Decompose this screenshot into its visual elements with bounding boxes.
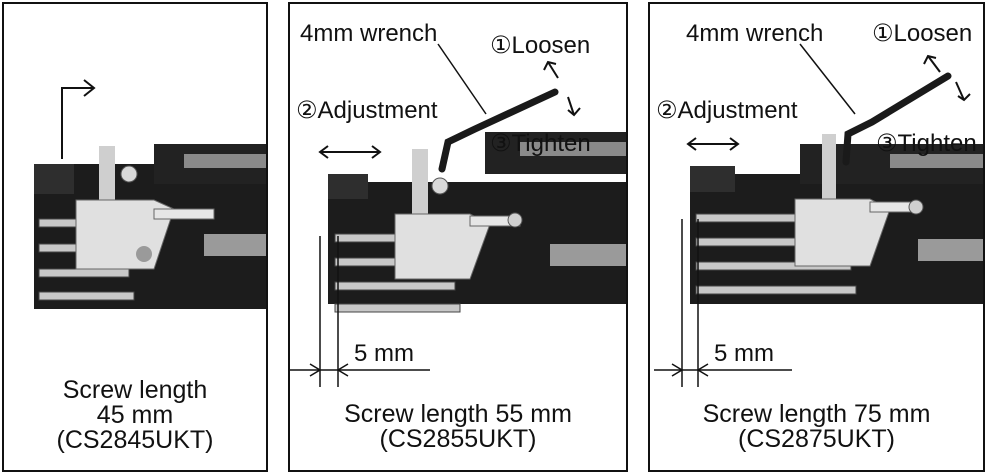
flow-arrow-icon [61, 79, 96, 159]
panel-45mm: Screw length 45 mm (CS2845UKT) [2, 2, 268, 472]
caption-75mm: Screw length 75 mm (CS2875UKT) [650, 402, 983, 452]
caption-55mm: Screw length 55 mm (CS2855UKT) [290, 402, 626, 452]
caption-line-2: 45 mm [96, 401, 174, 429]
tighten-label: ③Tighten [490, 130, 591, 157]
caption-line-3: (CS2845UKT) [56, 426, 214, 454]
tool-photo-55mm [290, 43, 626, 387]
tool-photo-45mm [34, 79, 266, 309]
tool-photo-75mm [654, 43, 983, 387]
dimension-lines [290, 236, 430, 387]
panel-55mm: 4mm wrench ①Loosen ②Adjustment ③Tighten … [288, 2, 628, 472]
hex-wrench-icon [438, 88, 559, 173]
caption-45mm: Screw length 45 mm (CS2845UKT) [4, 378, 266, 453]
wrench-label: 4mm wrench [300, 20, 438, 47]
adjustment-label: ②Adjustment [656, 97, 798, 124]
adjustment-label: ②Adjustment [296, 97, 438, 124]
adjustment-arrow-icon [318, 145, 382, 159]
wrench-label: 4mm wrench [686, 20, 824, 47]
tighten-arrow-icon [955, 81, 971, 102]
caption-line-2: (CS2875UKT) [738, 425, 895, 453]
caption-line-1: Screw length 55 mm [344, 400, 572, 428]
loosen-label: ①Loosen [872, 20, 973, 47]
caption-line-2: (CS2855UKT) [379, 425, 537, 453]
dimension-lines [654, 219, 792, 387]
dimension-label: 5 mm [354, 340, 414, 367]
panel-75mm: 4mm wrench ①Loosen ②Adjustment ③Tighten … [648, 2, 985, 472]
loosen-label: ①Loosen [490, 32, 591, 59]
loosen-arrow-icon [543, 60, 559, 79]
tighten-arrow-icon [567, 96, 581, 117]
adjustment-arrow-icon [686, 137, 740, 151]
loosen-arrow-icon [923, 54, 941, 73]
tighten-label: ③Tighten [876, 130, 977, 157]
dimension-label: 5 mm [714, 340, 774, 367]
caption-line-1: Screw length [62, 376, 208, 404]
caption-line-1: Screw length 75 mm [702, 400, 931, 428]
hex-wrench-icon [842, 72, 952, 166]
